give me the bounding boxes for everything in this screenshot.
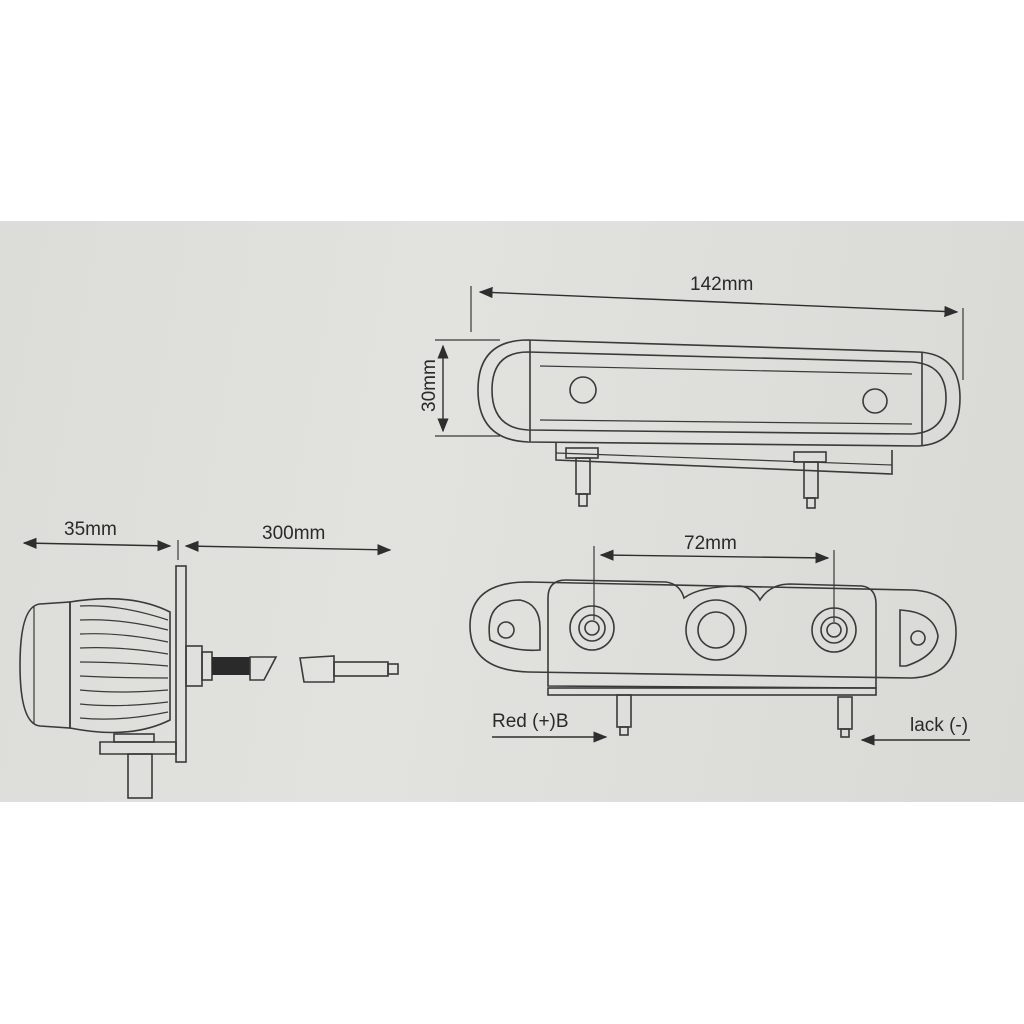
keyhole-left (569, 605, 615, 651)
front-bracket (547, 579, 877, 689)
red-wire-label: Red (+)B (492, 711, 569, 732)
heat-sink (69, 597, 171, 734)
keyhole-right (811, 607, 857, 653)
depth-dimension-line (22, 537, 172, 552)
depth-label: 35mm (64, 519, 117, 540)
mounting-plate (175, 565, 187, 763)
terminal-positive (616, 694, 632, 728)
front-body-outline (469, 581, 957, 679)
terminal-negative (837, 696, 853, 730)
side-view: 35mm 300mm (19, 519, 399, 799)
cable-sleeve (212, 657, 250, 675)
cable-label: 300mm (262, 523, 325, 544)
mount-hole-right (862, 388, 888, 414)
height-label: 30mm (419, 359, 440, 412)
cable-dimension-line (184, 540, 392, 556)
black-wire-label: lack (-) (910, 715, 968, 736)
front-view: 72mm Red (+)B lack (-) (469, 533, 970, 746)
width-label: 142mm (690, 274, 753, 295)
connector (299, 655, 335, 683)
lens (19, 601, 71, 729)
hole-spacing-label: 72mm (684, 533, 737, 554)
mount-hole-left (569, 376, 597, 404)
hole-spacing-dimension-line (599, 549, 830, 564)
center-hole (685, 599, 747, 661)
lamp-body-outline (477, 339, 961, 447)
top-view: 142mm 30mm (419, 274, 964, 509)
width-dimension-line (478, 286, 959, 318)
